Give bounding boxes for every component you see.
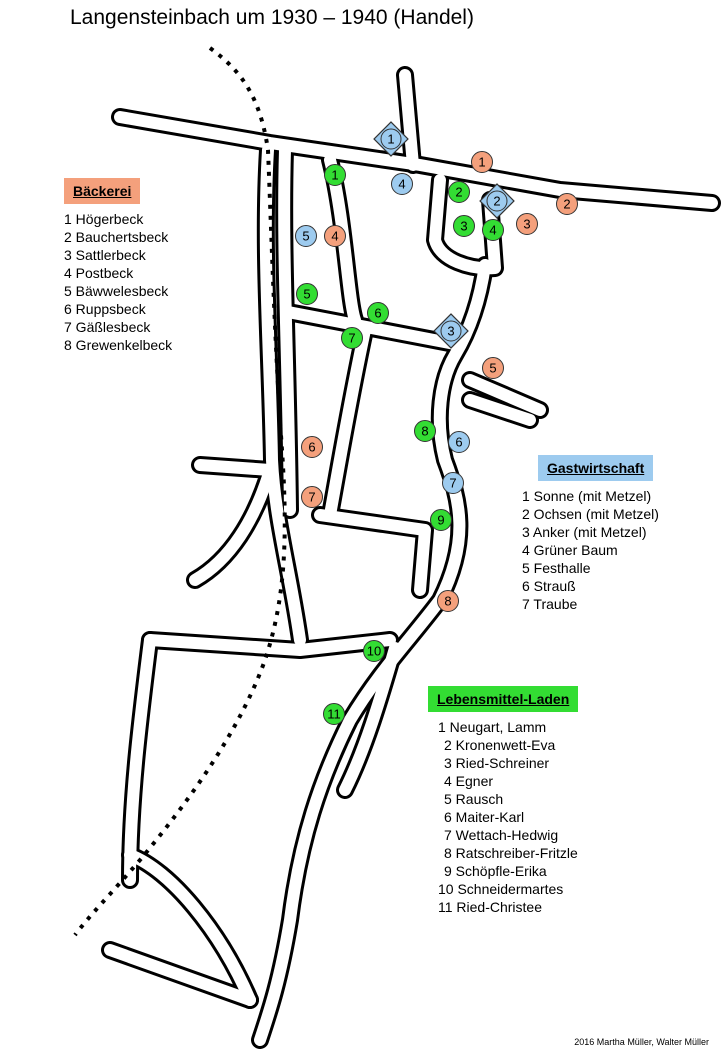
svg-text:5: 5 — [303, 287, 310, 302]
svg-text:6: 6 — [308, 440, 315, 455]
svg-text:5: 5 — [489, 361, 496, 376]
legend-list-baeckerei: 1 Högerbeck 2 Bauchertsbeck 3 Sattlerbec… — [64, 210, 172, 354]
svg-text:1: 1 — [387, 132, 394, 147]
svg-text:7: 7 — [449, 476, 456, 491]
legend-list-lebensmittel: 1 Neugart, Lamm 2 Kronenwett-Eva 3 Ried-… — [438, 718, 578, 916]
gastwirtschaft-marker-2: 2 — [479, 183, 515, 219]
svg-text:3: 3 — [460, 219, 467, 234]
legend-item: 9 Schöpfle-Erika — [444, 863, 547, 879]
legend-item: 1 Högerbeck — [64, 211, 144, 227]
lebensmittel-marker-7: 7 — [341, 327, 363, 349]
lebensmittel-marker-9: 9 — [430, 509, 452, 531]
lebensmittel-marker-3: 3 — [453, 215, 475, 237]
map-title: Langensteinbach um 1930 – 1940 (Handel) — [70, 6, 474, 29]
svg-text:6: 6 — [374, 306, 381, 321]
legend-item: 1 Neugart, Lamm — [438, 719, 547, 735]
lebensmittel-marker-4: 4 — [482, 219, 504, 241]
svg-text:7: 7 — [348, 331, 355, 346]
lebensmittel-marker-8: 8 — [414, 420, 436, 442]
svg-text:5: 5 — [302, 229, 309, 244]
baeckerei-marker-8: 8 — [437, 590, 459, 612]
legend-heading-lebensmittel: Lebensmittel-Laden — [428, 686, 579, 712]
lebensmittel-marker-5: 5 — [296, 283, 318, 305]
legend-item: 7 Gäßlesbeck — [64, 319, 151, 335]
gastwirtschaft-marker-7: 7 — [442, 472, 464, 494]
svg-text:2: 2 — [563, 197, 570, 212]
legend-item: 5 Rausch — [444, 791, 504, 807]
legend-item: 2 Bauchertsbeck — [64, 229, 169, 245]
legend-item: 7 Traube — [522, 596, 578, 612]
svg-text:1: 1 — [478, 155, 485, 170]
legend-item: 7 Wettach-Hedwig — [444, 827, 559, 843]
svg-text:11: 11 — [327, 707, 341, 722]
legend-item: 3 Sattlerbeck — [64, 247, 146, 263]
road-network — [101, 66, 721, 1049]
gastwirtschaft-marker-4: 4 — [391, 173, 413, 195]
legend-item: 4 Postbeck — [64, 265, 134, 281]
lebensmittel-marker-2: 2 — [448, 181, 470, 203]
legend-item: 6 Maiter-Karl — [444, 809, 525, 825]
svg-text:8: 8 — [421, 424, 428, 439]
baeckerei-marker-1: 1 — [471, 151, 493, 173]
markers-layer: 1 2 3 4 5 6 7 8 1 2 3 4 5 6 7 1 2 3 4 5 6 7 8 9 10 11 — [295, 121, 578, 725]
svg-text:3: 3 — [523, 217, 530, 232]
baeckerei-marker-7: 7 — [301, 486, 323, 508]
legend-heading-baeckerei: Bäckerei — [64, 178, 141, 204]
legend-item: 3 Ried-Schreiner — [444, 755, 550, 771]
baeckerei-marker-3: 3 — [516, 213, 538, 235]
legend-list-gastwirtschaft: 1 Sonne (mit Metzel) 2 Ochsen (mit Metze… — [522, 487, 659, 613]
legend-item: 4 Grüner Baum — [522, 542, 618, 558]
legend-heading-gastwirtschaft: Gastwirtschaft — [538, 455, 654, 481]
svg-text:3: 3 — [447, 324, 454, 339]
legend-item: 8 Ratschreiber-Fritzle — [444, 845, 578, 861]
svg-text:7: 7 — [308, 490, 315, 505]
svg-text:6: 6 — [455, 435, 462, 450]
legend-item: 4 Egner — [444, 773, 494, 789]
svg-text:2: 2 — [455, 185, 462, 200]
lebensmittel-marker-6: 6 — [367, 302, 389, 324]
legend-item: 5 Festhalle — [522, 560, 591, 576]
svg-text:4: 4 — [331, 229, 338, 244]
svg-text:1: 1 — [331, 168, 338, 183]
gastwirtschaft-marker-6: 6 — [448, 431, 470, 453]
credit-text: 2016 Martha Müller, Walter Müller — [574, 1037, 709, 1047]
legend-gastwirtschaft: Gastwirtschaft 1 Sonne (mit Metzel) 2 Oc… — [522, 455, 659, 613]
legend-item: 2 Ochsen (mit Metzel) — [522, 506, 659, 522]
legend-item: 10 Schneidermartes — [438, 881, 564, 897]
legend-item: 5 Bäwwelesbeck — [64, 283, 169, 299]
svg-text:8: 8 — [444, 594, 451, 609]
legend-item: 2 Kronenwett-Eva — [444, 737, 556, 753]
legend-item: 3 Anker (mit Metzel) — [522, 524, 647, 540]
legend-item: 6 Strauß — [522, 578, 576, 594]
gastwirtschaft-marker-1: 1 — [373, 121, 409, 157]
svg-text:4: 4 — [398, 177, 405, 192]
gastwirtschaft-marker-3: 3 — [433, 313, 469, 349]
lebensmittel-marker-1: 1 — [324, 164, 346, 186]
legend-item: 6 Ruppsbeck — [64, 301, 146, 317]
lebensmittel-marker-11: 11 — [323, 703, 345, 725]
legend-lebensmittel: Lebensmittel-Laden 1 Neugart, Lamm 2 Kro… — [428, 686, 579, 916]
gastwirtschaft-marker-5: 5 — [295, 225, 317, 247]
lebensmittel-marker-10: 10 — [363, 640, 385, 662]
legend-item: 1 Sonne (mit Metzel) — [522, 488, 652, 504]
baeckerei-marker-4: 4 — [324, 225, 346, 247]
svg-text:2: 2 — [493, 194, 500, 209]
baeckerei-marker-6: 6 — [301, 436, 323, 458]
svg-text:10: 10 — [367, 644, 381, 659]
legend-baeckerei: Bäckerei 1 Högerbeck 2 Bauchertsbeck 3 S… — [64, 178, 172, 354]
svg-text:4: 4 — [489, 223, 496, 238]
svg-text:9: 9 — [437, 513, 444, 528]
legend-item: 11 Ried-Christee — [438, 899, 543, 915]
railway-line — [73, 46, 287, 937]
legend-item: 8 Grewenkelbeck — [64, 337, 173, 353]
baeckerei-marker-2: 2 — [556, 193, 578, 215]
baeckerei-marker-5: 5 — [482, 357, 504, 379]
